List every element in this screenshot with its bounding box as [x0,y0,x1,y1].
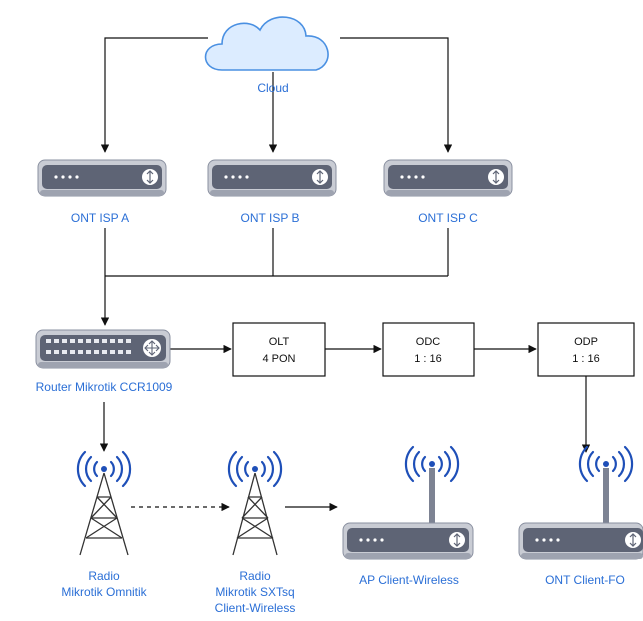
router-label: Router Mikrotik CCR1009 [36,380,173,394]
ont-isp-c-label: ONT ISP C [418,211,478,225]
radio-sxtsq-line3: Client-Wireless [215,601,296,615]
odc-ratio: 1 : 16 [414,353,442,365]
odc-box: ODC 1 : 16 [382,322,475,377]
router-icon [35,329,171,369]
ont-isp-a-label: ONT ISP A [71,211,129,225]
ap-client-icon [342,445,474,560]
odc-title: ODC [416,336,441,348]
ont-isp-b-label: ONT ISP B [241,211,300,225]
olt-subtitle: 4 PON [262,353,295,365]
radio-sxtsq-line1: Radio [239,569,271,583]
radio-omnitik-line1: Radio [88,569,120,583]
cloud-to-ont-c-line [340,37,453,153]
odp-box: ODP 1 : 16 [537,322,635,377]
connectors [99,37,591,512]
odp-ratio: 1 : 16 [572,353,600,365]
radio-omnitik-icon [76,450,132,556]
ont-isp-c-icon [383,159,513,197]
radio-sxtsq-line2: Mikrotik SXTsq [215,585,294,599]
cloud-icon [204,16,329,71]
cloud-label: Cloud [257,81,288,95]
ont-isp-b-icon [207,159,337,197]
radio-omnitik-line2: Mikrotik Omnitik [61,585,147,599]
odp-title: ODP [574,336,598,348]
radio-sxtsq-icon [227,450,283,556]
ap-client-label: AP Client-Wireless [359,573,459,587]
ont-isp-a-icon [37,159,167,197]
ont-client-label: ONT Client-FO [545,573,625,587]
ont-client-icon [518,445,643,560]
olt-box: OLT 4 PON [232,322,326,377]
cloud-to-ont-a-line [100,37,208,153]
olt-title: OLT [269,336,290,348]
